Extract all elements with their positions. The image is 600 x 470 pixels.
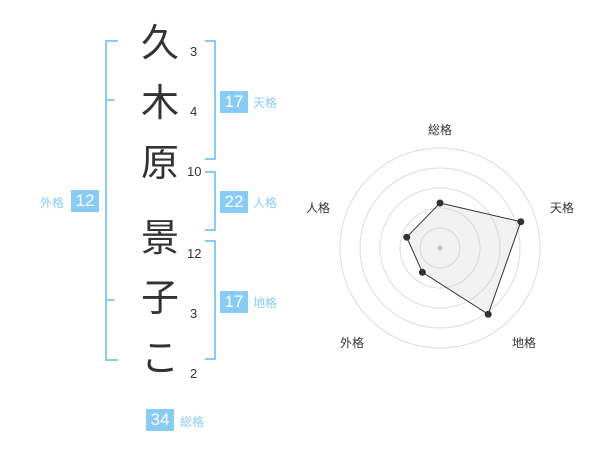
gaikaku-label: 外格	[40, 196, 65, 210]
radar-point	[517, 218, 525, 226]
chikaku-label: 地格	[253, 296, 278, 310]
radar-point	[436, 199, 444, 207]
radar-point	[484, 310, 492, 318]
name-char: こ	[140, 336, 179, 380]
jinkaku-value: 22	[220, 191, 248, 213]
name-char: 木	[140, 81, 179, 125]
radar-ring	[419, 227, 461, 269]
jinkaku-label: 人格	[253, 196, 278, 210]
outer-bracket	[105, 40, 118, 361]
name-char: 子	[140, 276, 179, 320]
name-char: 原	[140, 141, 179, 185]
stroke-count: 12	[187, 246, 202, 261]
stroke-count: 10	[187, 164, 202, 179]
radar-axis-label: 天格	[549, 201, 574, 215]
soukaku-label: 総格	[180, 415, 205, 429]
tenkaku-value: 17	[220, 91, 248, 113]
stroke-count: 3	[190, 44, 198, 59]
radar-axis-label: 総格	[427, 123, 452, 137]
radar-center	[437, 245, 443, 251]
radar-polygon	[406, 202, 522, 316]
stroke-count: 4	[190, 104, 198, 119]
radar-ring	[399, 207, 481, 289]
tenkaku-bracket	[205, 40, 216, 160]
radar-point	[418, 268, 426, 276]
name-char: 景	[140, 216, 179, 260]
stroke-count: 2	[190, 366, 198, 381]
radar-ring	[379, 187, 501, 309]
soukaku-value: 34	[146, 409, 174, 431]
radar-axis-label: 地格	[511, 336, 536, 350]
jinkaku-bracket	[205, 171, 216, 231]
stroke-count: 3	[190, 306, 198, 321]
tenkaku-label: 天格	[253, 96, 278, 110]
radar-ring	[359, 167, 521, 329]
gaikaku-value: 12	[71, 190, 99, 212]
radar-point	[403, 233, 411, 241]
chikaku-value: 17	[220, 291, 248, 313]
radar-axis-label: 人格	[305, 201, 330, 215]
name-char: 久	[140, 21, 179, 65]
chikaku-bracket	[205, 240, 216, 360]
radar-axis-label: 外格	[339, 336, 364, 350]
